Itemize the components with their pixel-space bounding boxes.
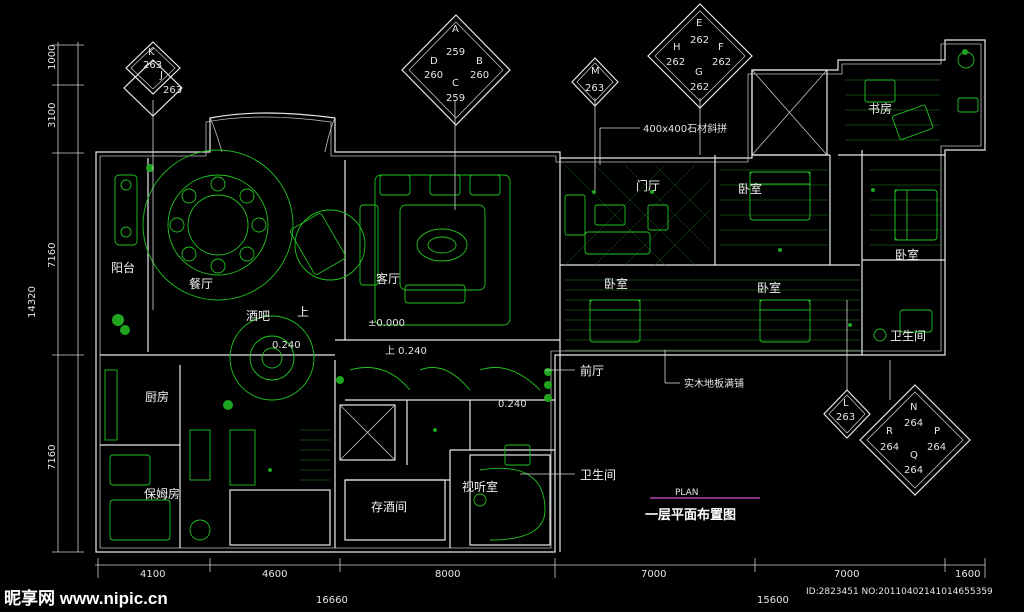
stone-diagonal-tiles [564, 164, 711, 266]
room-front-hall: 前厅 [580, 363, 604, 378]
marker-m-letter: M [591, 66, 600, 77]
elevation-marker-e [647, 3, 753, 109]
marker-h-letter: H [673, 42, 681, 53]
marker-e-num: 262 [690, 35, 709, 46]
marker-p-num: 264 [927, 442, 946, 453]
room-bar: 酒吧 [246, 309, 270, 323]
dim-left-5: 7160 [47, 445, 58, 470]
marker-j-letter: J [159, 70, 163, 81]
marker-a-letter: A [452, 24, 459, 35]
level-bar: 0.240 [272, 340, 301, 351]
dim-total-left: 16660 [316, 595, 348, 606]
marker-b-letter: B [476, 56, 483, 67]
level-up: 上 0.240 [385, 345, 427, 357]
floor-hatching [300, 79, 942, 481]
marker-p-letter: P [934, 426, 940, 437]
marker-m-num: 263 [585, 83, 604, 94]
room-study: 书房 [868, 101, 892, 116]
wood-floor-note: 实木地板满铺 [684, 377, 744, 390]
marker-c-num: 259 [446, 93, 465, 104]
plan-title: 一层平面布置图 [645, 507, 736, 523]
marker-r-letter: R [886, 426, 893, 437]
dim-left-2: 3100 [47, 103, 58, 128]
room-nanny: 保姆房 [144, 486, 180, 501]
room-living: 客厅 [376, 271, 400, 286]
marker-n-letter: N [910, 402, 917, 413]
dim-bottom-2: 4600 [262, 569, 287, 580]
room-bedroom-1: 卧室 [738, 181, 762, 196]
room-dining: 餐厅 [189, 276, 213, 291]
watermark-brand: 昵享网 www.nipic.cn [4, 588, 168, 608]
level-zero: ±0.000 [368, 318, 405, 329]
room-wine-cellar: 存酒间 [371, 500, 407, 514]
elevation-marker-a [401, 14, 511, 126]
dim-left-3: 7160 [47, 243, 58, 268]
elevation-marker-k [123, 41, 183, 117]
elevation-marker-n [859, 384, 971, 496]
watermark-id: ID:2823451 NO:20110402141014655359 [806, 587, 993, 597]
dim-bottom-4: 7000 [641, 569, 666, 580]
dim-total-right: 15600 [757, 595, 789, 606]
marker-r-num: 264 [880, 442, 899, 453]
dim-bottom-1: 4100 [140, 569, 165, 580]
room-bedroom-2: 卧室 [895, 247, 919, 262]
marker-d-letter: D [430, 56, 438, 67]
furniture [104, 49, 979, 541]
marker-l-num: 263 [836, 412, 855, 423]
marker-h-num: 262 [666, 57, 685, 68]
marker-j-num: 263 [163, 85, 182, 96]
marker-n-num: 264 [904, 418, 923, 429]
dim-left-4: 14320 [27, 286, 38, 318]
stone-floor-note: 400x400石材斜拼 [643, 122, 727, 135]
marker-b-num: 260 [470, 70, 489, 81]
dim-left-1: 1000 [47, 45, 58, 70]
dim-bottom-5: 7000 [834, 569, 859, 580]
marker-a-num: 259 [446, 47, 465, 58]
marker-l-letter: L [843, 398, 849, 409]
dim-bottom-3: 8000 [435, 569, 460, 580]
marker-f-num: 262 [712, 57, 731, 68]
marker-g-letter: G [695, 67, 703, 78]
room-entrance-hall: 门厅 [636, 178, 660, 193]
marker-leaders [152, 98, 891, 499]
walls [95, 39, 986, 553]
elevation-marker-l [823, 389, 871, 439]
marker-f-letter: F [718, 42, 724, 53]
marker-q-letter: Q [910, 450, 918, 461]
marker-e-letter: E [696, 18, 702, 29]
marker-q-num: 264 [904, 465, 923, 476]
stair-up-label: 上 [297, 305, 309, 319]
plan-label: PLAN [675, 488, 699, 498]
dim-bottom-6: 1600 [955, 569, 980, 580]
marker-k-num: 263 [143, 60, 162, 71]
elevation-marker-m [571, 57, 619, 107]
marker-d-num: 260 [424, 70, 443, 81]
marker-k-letter: K [148, 47, 155, 58]
marker-g-num: 262 [690, 82, 709, 93]
level-front: 0.240 [498, 399, 527, 410]
room-kitchen: 厨房 [145, 389, 169, 404]
room-bathroom-1: 卫生间 [890, 329, 926, 343]
marker-c-letter: C [452, 78, 459, 89]
room-bedroom-3: 卧室 [604, 276, 628, 291]
watermark-band [0, 578, 1024, 612]
room-av: 视听室 [462, 479, 498, 494]
room-bedroom-4: 卧室 [757, 280, 781, 295]
room-bathroom-2: 卫生间 [580, 468, 616, 482]
room-balcony: 阳台 [111, 260, 135, 275]
